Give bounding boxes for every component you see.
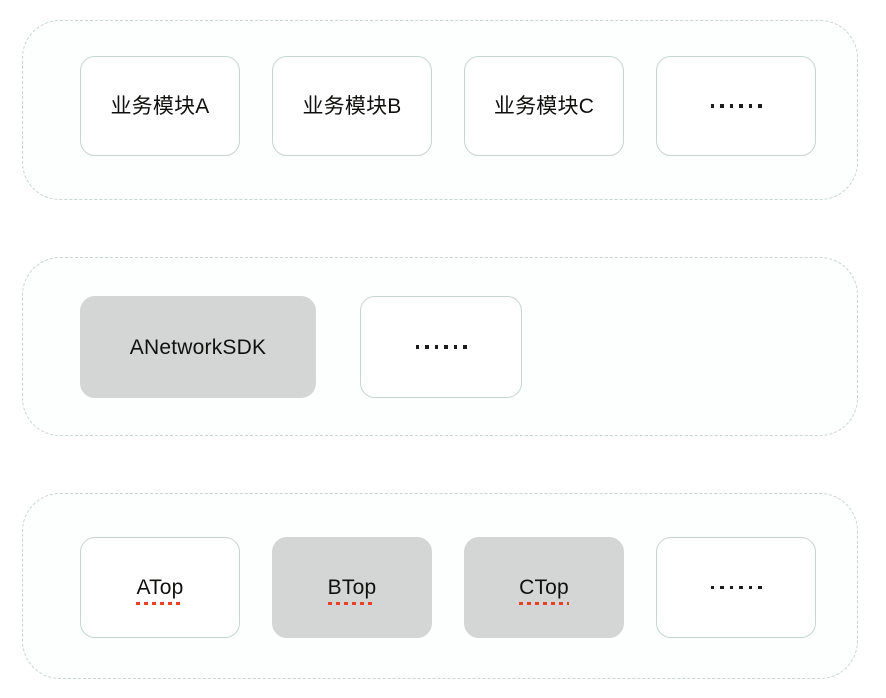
card-sdk-more[interactable] xyxy=(360,296,522,398)
card-label: 业务模块C xyxy=(493,94,595,118)
ellipsis-icon xyxy=(710,585,762,590)
card-label: CTop xyxy=(519,576,569,605)
card-ctop[interactable]: CTop xyxy=(464,537,624,638)
layer-protocol-cards: ATop BTop CTop xyxy=(0,537,886,638)
card-label: BTop xyxy=(327,576,377,605)
card-protocol-more[interactable] xyxy=(656,537,816,638)
card-label: 业务模块A xyxy=(110,94,210,118)
layer-business-cards: 业务模块A 业务模块B 业务模块C xyxy=(0,56,886,156)
ellipsis-icon xyxy=(710,104,762,108)
card-business-more[interactable] xyxy=(656,56,816,156)
card-business-module-c[interactable]: 业务模块C xyxy=(464,56,624,156)
card-label: 业务模块B xyxy=(302,94,402,118)
card-atop[interactable]: ATop xyxy=(80,537,240,638)
card-anetworksdk[interactable]: ANetworkSDK xyxy=(80,296,316,398)
card-label: ATop xyxy=(136,576,184,605)
layer-sdk-cards: ANetworkSDK xyxy=(0,296,886,398)
ellipsis-icon xyxy=(415,345,467,349)
card-business-module-a[interactable]: 业务模块A xyxy=(80,56,240,156)
card-label: ANetworkSDK xyxy=(129,335,267,359)
card-business-module-b[interactable]: 业务模块B xyxy=(272,56,432,156)
card-btop[interactable]: BTop xyxy=(272,537,432,638)
